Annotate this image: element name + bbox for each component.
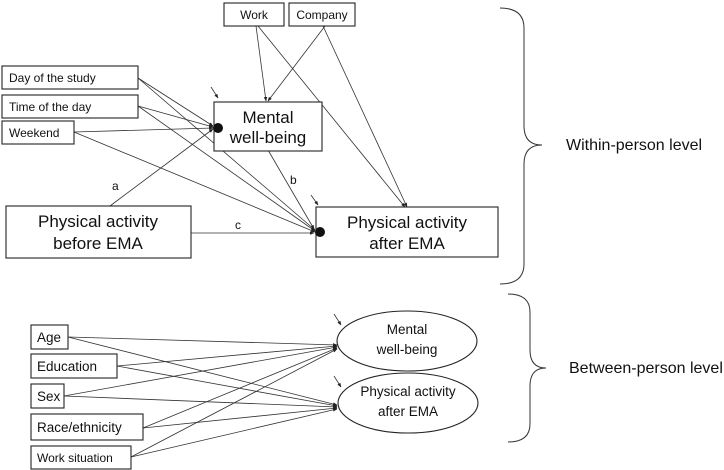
path-work-pa-after bbox=[257, 25, 406, 208]
between-brace bbox=[507, 293, 547, 443]
residual-pa-between bbox=[333, 375, 342, 388]
residual-mental-between bbox=[333, 313, 342, 326]
node-worksituation-label: Work situation bbox=[37, 451, 113, 465]
node-race-ethnicity: Race/ethnicity bbox=[30, 413, 144, 441]
path-b bbox=[267, 149, 315, 230]
node-pa-after-within: Physical activity after EMA bbox=[315, 206, 499, 258]
path-company-pa-after bbox=[322, 25, 408, 208]
path-worksituation-mental bbox=[130, 348, 338, 458]
node-pa-before: Physical activity before EMA bbox=[5, 205, 192, 259]
between-paths bbox=[63, 313, 342, 458]
path-company-mental bbox=[267, 25, 326, 102]
node-pa-after-between: Physical activity after EMA bbox=[337, 372, 479, 434]
pa-after-label-line1: Physical activity bbox=[347, 213, 467, 232]
node-work: Work bbox=[223, 2, 285, 27]
node-weekend-label: Weekend bbox=[9, 126, 59, 140]
path-sex-pa bbox=[63, 395, 338, 409]
path-worksituation-pa bbox=[130, 408, 338, 458]
path-a bbox=[109, 128, 214, 207]
path-day-mental bbox=[137, 77, 214, 127]
mental-label-line1: Mental bbox=[242, 108, 293, 127]
path-race-pa bbox=[142, 406, 338, 429]
within-level-label: Within-person level bbox=[566, 137, 702, 154]
path-education-mental bbox=[116, 344, 338, 367]
within-paths bbox=[73, 25, 408, 235]
between-level-label: Between-person level bbox=[569, 360, 723, 377]
node-day-of-study: Day of the study bbox=[1, 65, 139, 90]
path-time-mental bbox=[137, 105, 214, 128]
path-label-a: a bbox=[112, 179, 119, 193]
node-work-label: Work bbox=[240, 8, 269, 22]
node-age-label: Age bbox=[37, 330, 61, 345]
mental-dot bbox=[213, 123, 223, 133]
node-sex-label: Sex bbox=[37, 389, 61, 404]
residual-pa-after bbox=[310, 194, 319, 206]
pa-before-label-line2: before EMA bbox=[53, 234, 143, 253]
path-race-mental bbox=[142, 347, 338, 429]
node-education: Education bbox=[30, 353, 118, 379]
path-time-pa-after bbox=[137, 105, 316, 232]
node-mental-wellbeing-within: Mental well-being bbox=[213, 101, 323, 152]
residual-mental bbox=[210, 86, 219, 99]
within-brace bbox=[499, 7, 543, 285]
path-education-pa bbox=[116, 365, 338, 408]
path-label-b: b bbox=[290, 173, 297, 187]
between-mental-line1: Mental bbox=[387, 322, 428, 337]
path-day-pa-after bbox=[137, 77, 316, 231]
between-pa-line2: after EMA bbox=[378, 404, 438, 419]
pa-after-dot bbox=[315, 227, 325, 237]
node-sex: Sex bbox=[30, 383, 65, 409]
mental-label-line2: well-being bbox=[229, 128, 307, 147]
node-race-label: Race/ethnicity bbox=[37, 420, 122, 435]
node-time-label: Time of the day bbox=[9, 100, 91, 114]
node-weekend: Weekend bbox=[1, 120, 75, 145]
path-age-mental bbox=[67, 336, 338, 347]
between-mental-line2: well-being bbox=[376, 342, 438, 357]
node-company-label: Company bbox=[296, 8, 347, 22]
node-mental-wellbeing-between: Mental well-being bbox=[336, 310, 478, 372]
between-pa-line1: Physical activity bbox=[360, 384, 456, 399]
node-work-situation: Work situation bbox=[30, 445, 132, 470]
path-weekend-mental bbox=[73, 126, 214, 133]
node-education-label: Education bbox=[37, 359, 97, 374]
node-company: Company bbox=[288, 2, 356, 27]
node-time-of-day: Time of the day bbox=[1, 94, 139, 119]
path-sex-mental bbox=[63, 345, 338, 397]
pa-before-label-line1: Physical activity bbox=[38, 212, 158, 231]
pa-after-label-line2: after EMA bbox=[369, 234, 445, 253]
path-label-c: c bbox=[235, 218, 241, 232]
node-age: Age bbox=[30, 324, 69, 350]
path-work-mental bbox=[255, 25, 268, 102]
path-weekend-pa-after bbox=[73, 131, 316, 233]
node-day-label: Day of the study bbox=[9, 71, 96, 85]
